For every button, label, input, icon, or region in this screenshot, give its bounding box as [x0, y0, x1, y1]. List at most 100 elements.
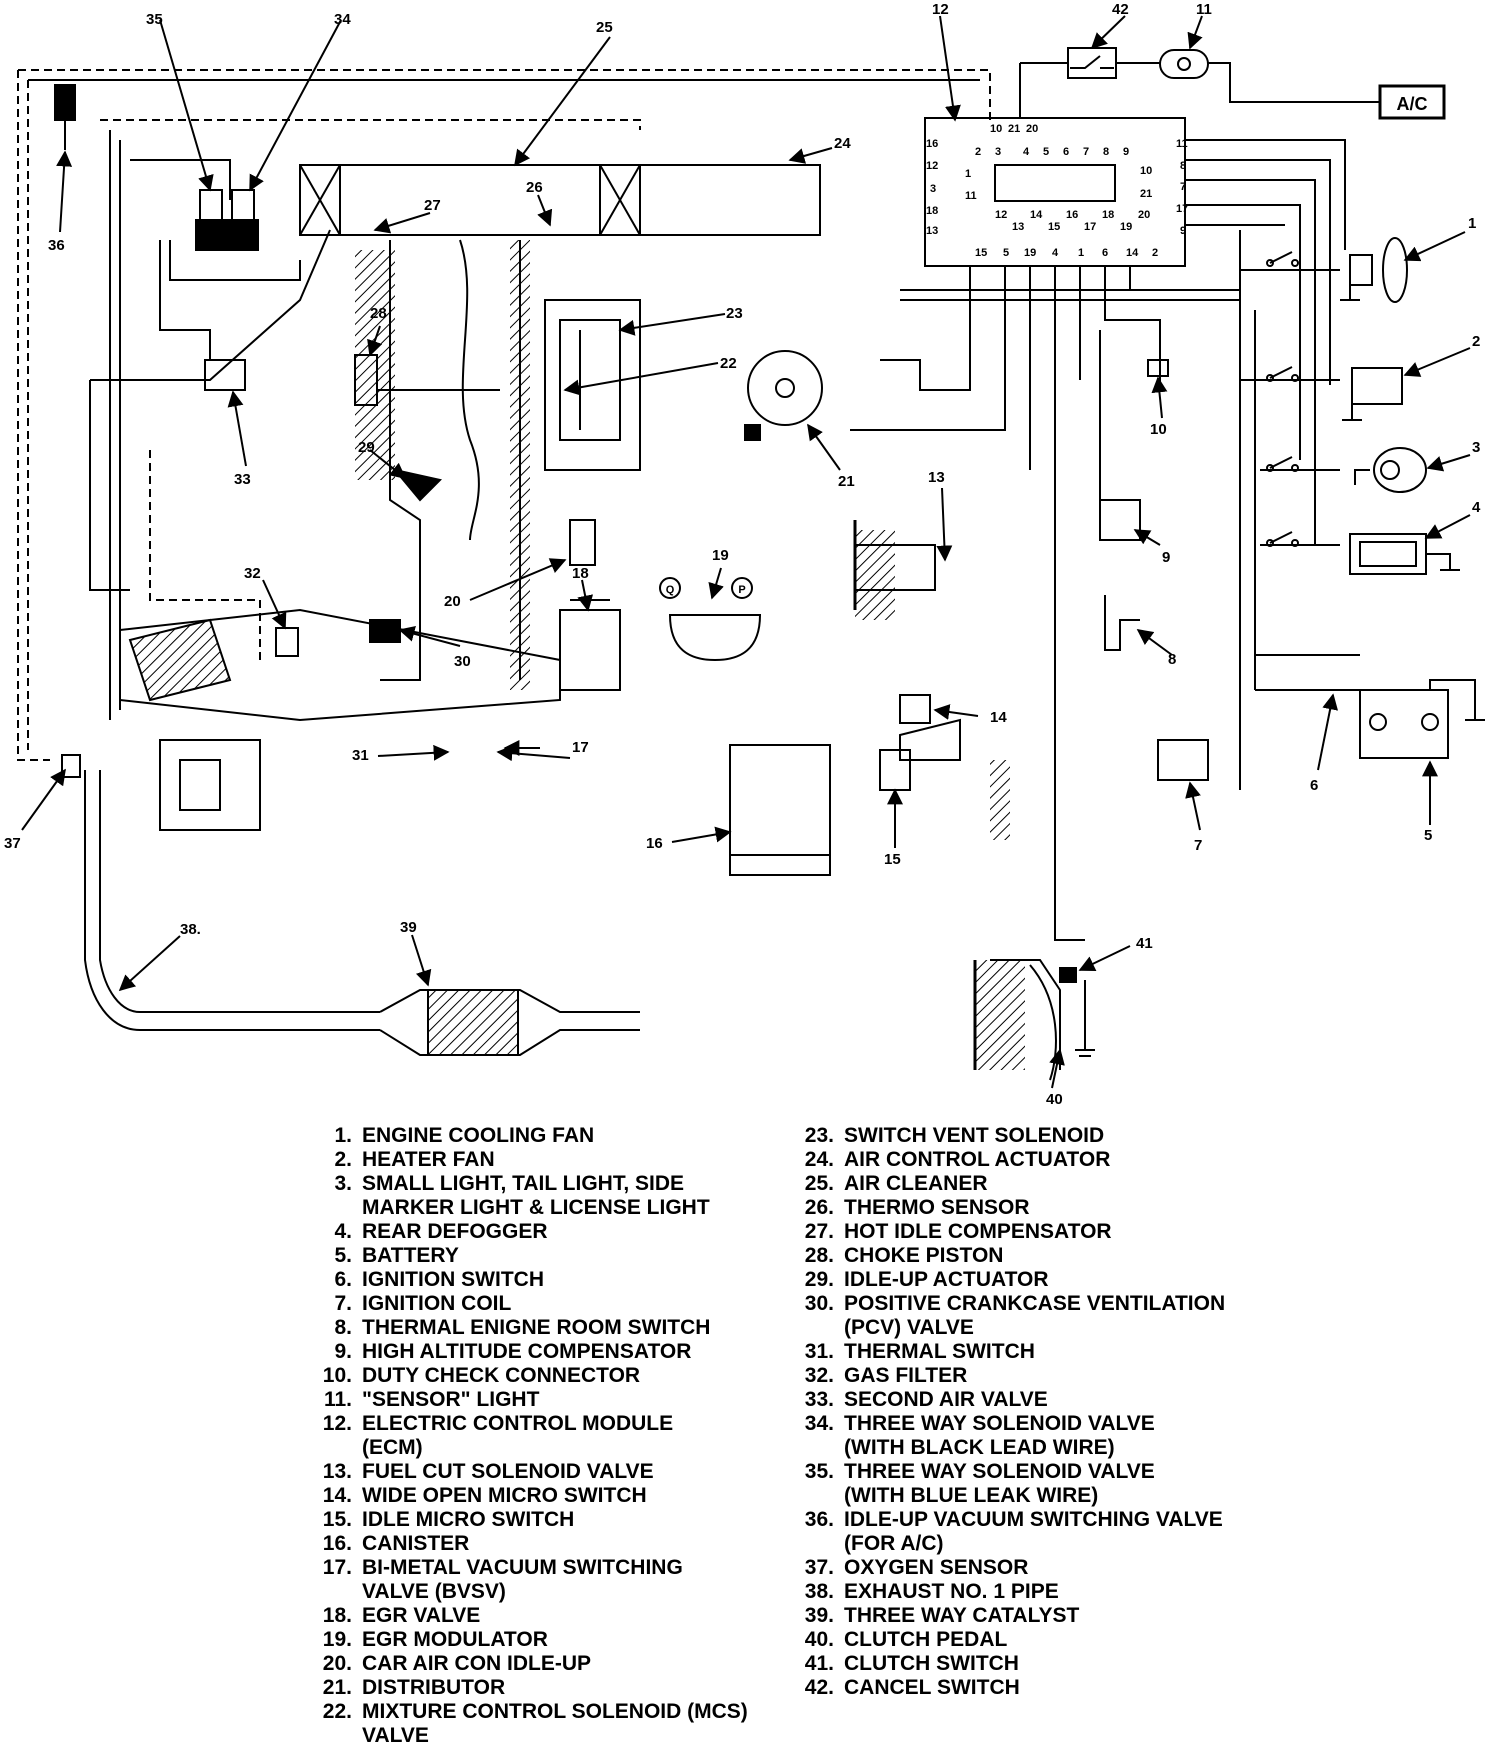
callout-10: 10: [1150, 421, 1167, 438]
ac-label: A/C: [1397, 94, 1428, 114]
legend-number: 39.: [804, 1604, 834, 1627]
legend-text: OXYGEN SENSOR: [844, 1556, 1029, 1579]
legend-text: ELECTRIC CONTROL MODULE (ECM): [362, 1412, 674, 1459]
legend-text: THERMAL ENIGNE ROOM SWITCH: [362, 1316, 711, 1339]
callout-20: 20: [444, 593, 461, 610]
ecm-pin: 1: [1078, 247, 1084, 259]
legend-text: "SENSOR" LIGHT: [362, 1388, 540, 1411]
legend-number: 17.: [322, 1556, 352, 1579]
legend-number: 23.: [804, 1124, 834, 1147]
legend-number: 18.: [322, 1604, 352, 1627]
legend-text: IGNITION SWITCH: [362, 1268, 544, 1291]
legend-text: ENGINE COOLING FAN: [362, 1124, 595, 1147]
callout-22: 22: [720, 355, 737, 372]
legend-number: 36.: [804, 1508, 834, 1531]
legend-number: 3.: [334, 1172, 352, 1195]
ecm-pin: 8: [1180, 160, 1186, 172]
callout-3: 3: [1472, 439, 1480, 456]
ecm-pin: 20: [1026, 123, 1038, 135]
legend-number: 33.: [804, 1388, 834, 1411]
legend-number: 37.: [804, 1556, 834, 1579]
ecm-pin: 15: [1048, 221, 1060, 233]
legend-text: MIXTURE CONTROL SOLENOID (MCS) VALVE: [362, 1700, 748, 1747]
callout-19: 19: [712, 547, 729, 564]
legend-number: 6.: [334, 1268, 352, 1291]
legend-text: CHOKE PISTON: [844, 1244, 1004, 1267]
callout-41: 41: [1136, 935, 1153, 952]
callout-18: 18: [572, 565, 589, 582]
legend-text: WIDE OPEN MICRO SWITCH: [362, 1484, 647, 1507]
legend-item: 9.HIGH ALTITUDE COMPENSATOR: [300, 1340, 780, 1364]
legend-number: 15.: [322, 1508, 352, 1531]
callout-32: 32: [244, 565, 261, 582]
egr-port-q: Q: [666, 584, 675, 596]
legend-text: IDLE MICRO SWITCH: [362, 1508, 575, 1531]
legend-number: 35.: [804, 1460, 834, 1483]
legend-item: 3.SMALL LIGHT, TAIL LIGHT, SIDE MARKER L…: [300, 1172, 780, 1220]
legend-text: DISTRIBUTOR: [362, 1676, 506, 1699]
legend-item: 26.THERMO SENSOR: [782, 1196, 1302, 1220]
ecm-pin: 14: [1126, 247, 1139, 259]
callout-12: 12: [932, 1, 949, 18]
ecm-pin: 18: [1102, 209, 1114, 221]
legend-item: 40.CLUTCH PEDAL: [782, 1628, 1302, 1652]
legend-item: 17.BI-METAL VACUUM SWITCHING VALVE (BVSV…: [300, 1556, 780, 1604]
legend-text: GAS FILTER: [844, 1364, 968, 1387]
callout-31: 31: [352, 747, 369, 764]
legend-text: THERMAL SWITCH: [844, 1340, 1035, 1363]
legend-text: SECOND AIR VALVE: [844, 1388, 1048, 1411]
legend-number: 32.: [804, 1364, 834, 1387]
callout-13: 13: [928, 469, 945, 486]
legend-item: 20.CAR AIR CON IDLE-UP: [300, 1652, 780, 1676]
legend-item: 30.POSITIVE CRANKCASE VENTILATION (PCV) …: [782, 1292, 1302, 1340]
ecm-pin: 21: [1140, 188, 1152, 200]
ecm-pin: 11: [965, 190, 977, 202]
ecm-pin: 19: [1120, 221, 1132, 233]
legend-text: THERMO SENSOR: [844, 1196, 1030, 1219]
ecm-pin: 10: [990, 123, 1002, 135]
legend-item: 6. IGNITION SWITCH: [300, 1268, 780, 1292]
callout-23: 23: [726, 305, 743, 322]
legend-number: 19.: [322, 1628, 352, 1651]
legend-number: 42.: [804, 1676, 834, 1699]
callout-33: 33: [234, 471, 251, 488]
legend-item: 41.CLUTCH SWITCH: [782, 1652, 1302, 1676]
ecm-pin: 9: [1123, 146, 1129, 158]
callout-7: 7: [1194, 837, 1202, 854]
legend-number: 16.: [322, 1532, 352, 1555]
callout-24: 24: [834, 135, 851, 152]
legend-item: 22. MIXTURE CONTROL SOLENOID (MCS) VALVE: [300, 1700, 780, 1748]
legend-number: 4.: [334, 1220, 352, 1243]
ecm-pin: 13: [1012, 221, 1024, 233]
legend-item: 11."SENSOR" LIGHT: [300, 1388, 780, 1412]
legend-number: 25.: [804, 1172, 834, 1195]
callout-38: 38.: [180, 921, 201, 938]
emission-control-diagram: A/C 10 21 20 2 3 4 5 6 7 8 9 16 12 3 18 …: [4, 1, 1485, 1108]
ecm-pin: 5: [1003, 247, 1009, 259]
legend-number: 34.: [804, 1412, 834, 1435]
ecm-pin: 14: [1030, 209, 1043, 221]
legend-item: 39.THREE WAY CATALYST: [782, 1604, 1302, 1628]
legend-text: CANCEL SWITCH: [844, 1676, 1020, 1699]
callout-39: 39: [400, 919, 417, 936]
ecm-pin: 7: [1083, 146, 1089, 158]
legend-item: 7.IGNITION COIL: [300, 1292, 780, 1316]
legend-item: 2.HEATER FAN: [300, 1148, 780, 1172]
legend-number: 30.: [804, 1292, 834, 1315]
callout-25: 25: [596, 19, 613, 36]
legend-item: 25.AIR CLEANER: [782, 1172, 1302, 1196]
legend-text: HOT IDLE COMPENSATOR: [844, 1220, 1112, 1243]
callout-40: 40: [1046, 1091, 1063, 1108]
callout-37: 37: [4, 835, 21, 852]
legend-item: 14.WIDE OPEN MICRO SWITCH: [300, 1484, 780, 1508]
callout-4: 4: [1472, 499, 1481, 516]
legend-item: 33. SECOND AIR VALVE: [782, 1388, 1302, 1412]
legend-text: THREE WAY SOLENOID VALVE (WITH BLUE LEAK…: [844, 1460, 1155, 1507]
legend-number: 22.: [322, 1700, 352, 1723]
legend-item: 12.ELECTRIC CONTROL MODULE (ECM): [300, 1412, 780, 1460]
legend-item: 23.SWITCH VENT SOLENOID: [782, 1124, 1302, 1148]
legend-text: IDLE-UP ACTUATOR: [844, 1268, 1049, 1291]
legend-item: 38.EXHAUST NO. 1 PIPE: [782, 1580, 1302, 1604]
ecm-pin: 4: [1023, 146, 1030, 158]
